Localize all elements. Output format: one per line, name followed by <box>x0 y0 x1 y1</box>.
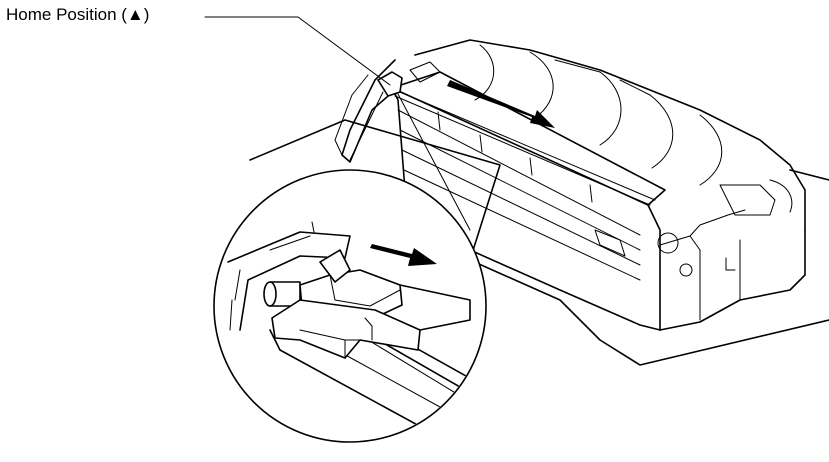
home-position-label: Home Position (▲) <box>6 5 150 24</box>
callout-leader-line <box>204 16 391 86</box>
zoom-leader-left <box>349 91 384 161</box>
wire-cleaner-tab <box>377 71 403 97</box>
zoom-slide-arrow <box>370 244 437 266</box>
paper-sheet <box>249 119 829 366</box>
slide-direction-arrow <box>447 80 555 128</box>
zoom-detail <box>213 169 487 443</box>
drum-unit <box>334 39 806 331</box>
zoom-leader-right <box>397 93 471 231</box>
